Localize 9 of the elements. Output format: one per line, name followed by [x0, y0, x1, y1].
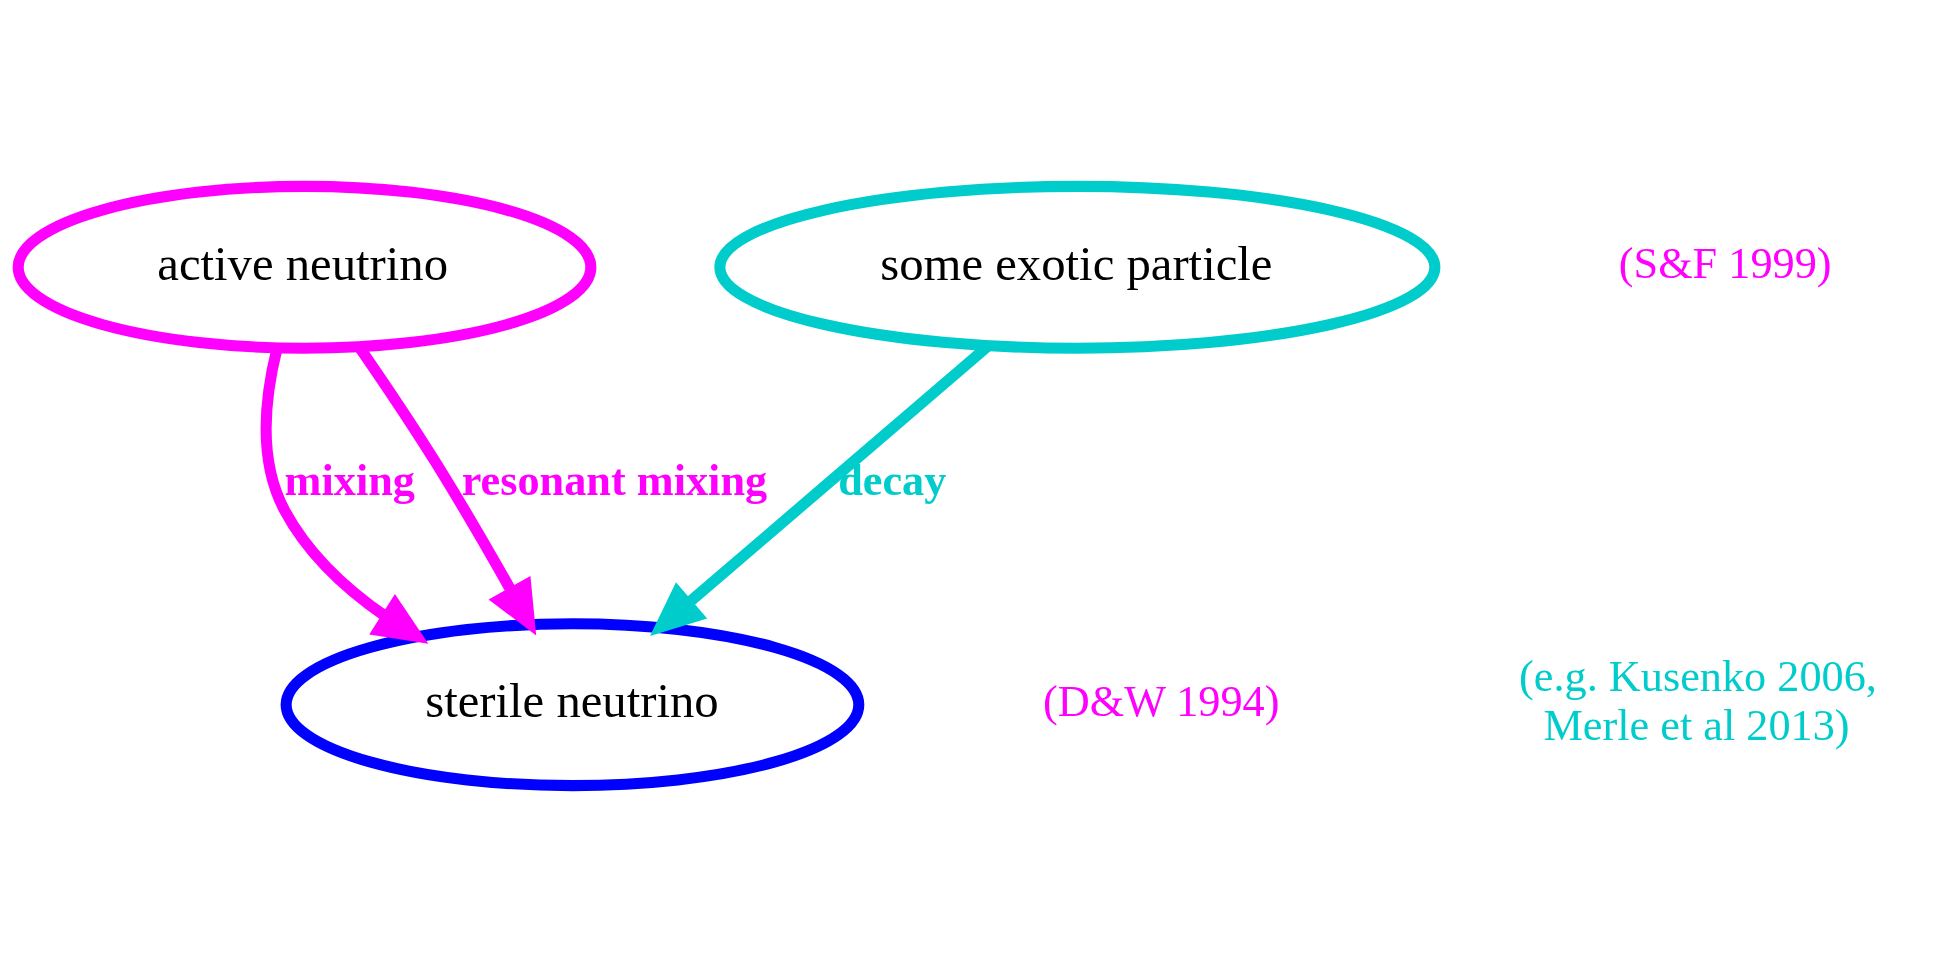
node-ellipse: sterile neutrino [280, 618, 865, 792]
node-ellipse: active neutrino [12, 180, 597, 354]
edge-label: resonant mixing [461, 455, 768, 505]
label: (S&F 1999) [1618, 239, 1832, 289]
edge-label: mixing [284, 455, 415, 505]
label: (D&W 1994) [1043, 676, 1280, 726]
label: (e.g. Kusenko 2006, Merle et al 2013) [1519, 652, 1877, 751]
edge-label: decay [838, 455, 947, 505]
node-ellipse: some exotic particle [714, 180, 1441, 354]
